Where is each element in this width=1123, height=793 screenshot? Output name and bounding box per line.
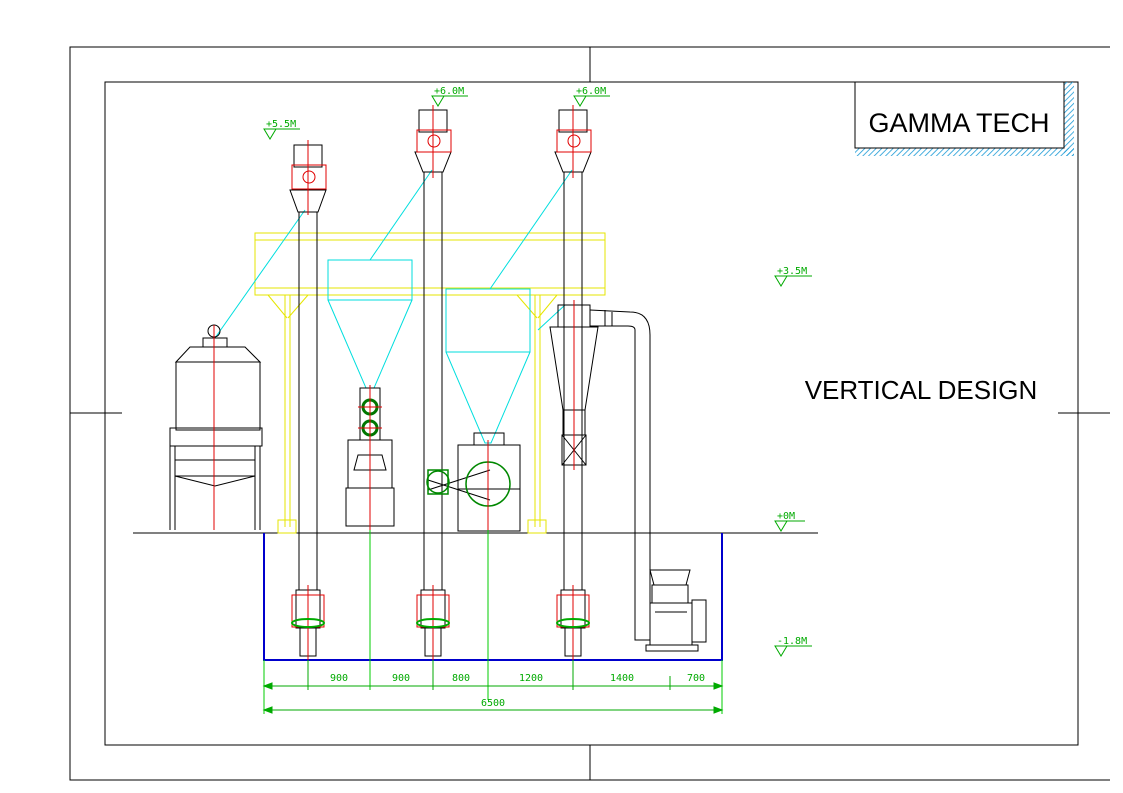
dim-segment: 1400 bbox=[610, 673, 634, 684]
sheet-border bbox=[69, 46, 1110, 781]
dim-segment: 900 bbox=[392, 673, 410, 684]
svg-text:+0M: +0M bbox=[777, 511, 795, 522]
elevator-1-boot-icon bbox=[291, 618, 325, 628]
elevator-1-motor-icon bbox=[291, 140, 327, 660]
pit-outline bbox=[263, 533, 723, 661]
svg-text:+6.0M: +6.0M bbox=[434, 86, 464, 97]
company-name: GAMMA TECH bbox=[868, 108, 1049, 138]
level-marker-6: -1.8M bbox=[774, 636, 812, 657]
level-marker-5: +0M bbox=[774, 511, 805, 532]
bucket-elevator-2 bbox=[414, 109, 452, 657]
level-marker-1: +5.5M bbox=[263, 119, 300, 140]
hammer-mill bbox=[427, 432, 521, 532]
dim-segment: 1200 bbox=[519, 673, 543, 684]
support-platform bbox=[254, 232, 606, 534]
dim-segment: 800 bbox=[452, 673, 470, 684]
dimension-labels: 900 900 800 1200 1400 700 6500 bbox=[330, 673, 705, 709]
svg-text:-1.8M: -1.8M bbox=[777, 636, 807, 647]
cleaning-machine bbox=[169, 324, 263, 530]
pit-grinder bbox=[645, 569, 707, 652]
roller-mill-axis bbox=[358, 385, 382, 530]
dimension-chain bbox=[262, 660, 724, 714]
svg-text:+3.5M: +3.5M bbox=[777, 266, 807, 277]
centerline-guides bbox=[263, 530, 723, 714]
drawing-title: VERTICAL DESIGN bbox=[805, 375, 1038, 405]
title-block: GAMMA TECH bbox=[854, 81, 1074, 156]
level-marker-2: +6.0M bbox=[431, 86, 468, 107]
level-marker-4: +3.5M bbox=[774, 266, 812, 287]
elevator-2-boot-icon bbox=[416, 618, 450, 628]
dim-total: 6500 bbox=[481, 698, 505, 709]
elevator-3-boot-icon bbox=[556, 618, 590, 628]
elevator-2-motor-icon bbox=[416, 105, 452, 660]
bucket-elevator-3 bbox=[554, 109, 592, 657]
air-duct bbox=[589, 309, 651, 641]
svg-text:+5.5M: +5.5M bbox=[266, 119, 296, 130]
bucket-elevator-1 bbox=[289, 144, 327, 657]
dim-segment: 700 bbox=[687, 673, 705, 684]
level-marker-3: +6.0M bbox=[573, 86, 610, 107]
dim-segment: 900 bbox=[330, 673, 348, 684]
cyan-hoppers bbox=[214, 169, 573, 444]
svg-text:+6.0M: +6.0M bbox=[576, 86, 606, 97]
